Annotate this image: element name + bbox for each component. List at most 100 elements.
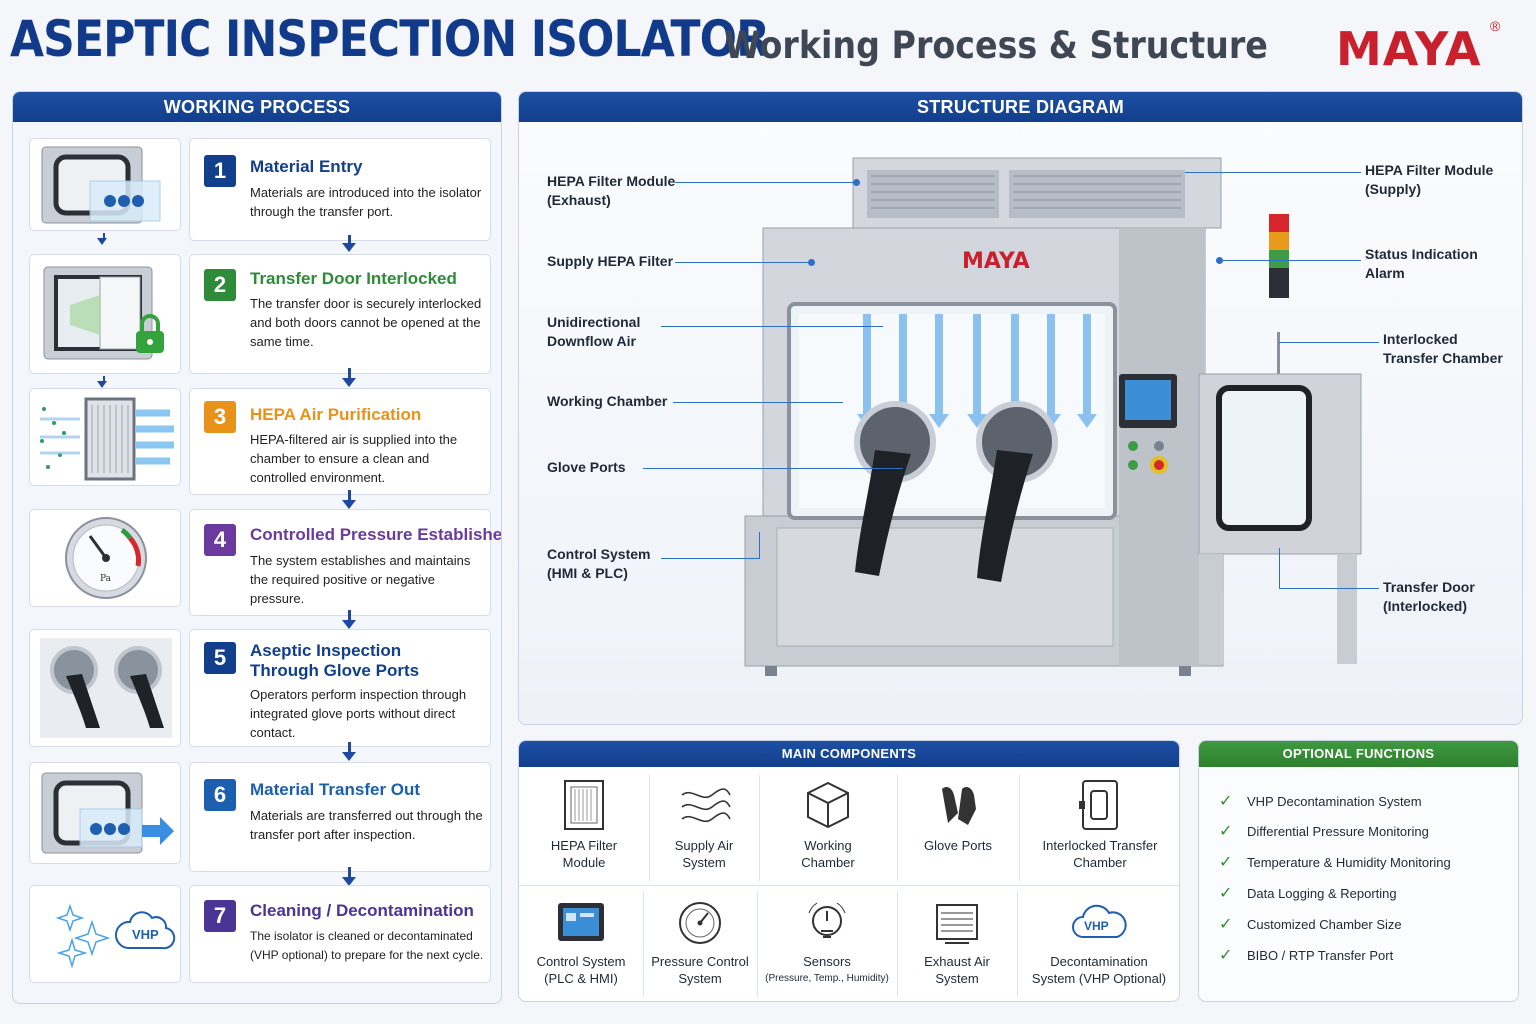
page-subtitle: Working Process & Structure <box>724 24 1268 67</box>
optional-item: ✓VHP Decontamination System <box>1219 793 1422 810</box>
optional-item: ✓Customized Chamber Size <box>1219 916 1402 933</box>
step-6-title: Material Transfer Out <box>250 780 421 799</box>
component-glove-ports: Glove Ports <box>897 777 1019 854</box>
arrow-down-icon <box>342 752 356 761</box>
step-6-desc: Materials are transferred out through th… <box>250 808 483 842</box>
transfer-out-icon <box>41 772 174 854</box>
working-process-panel: WORKING PROCESS 1 Material Entry Materia… <box>12 91 502 1004</box>
step-2-number: 2 <box>204 269 236 301</box>
component-hepa: HEPA Filter Module <box>519 777 649 871</box>
optional-functions-heading: OPTIONAL FUNCTIONS <box>1199 741 1518 767</box>
transfer-chamber-icon <box>1079 780 1118 830</box>
step-2-card: 2 Transfer Door Interlocked The transfer… <box>189 254 491 374</box>
step-1-title: Material Entry <box>250 157 363 176</box>
arrow-down-icon <box>342 378 356 387</box>
structure-diagram-heading: STRUCTURE DIAGRAM <box>519 92 1522 122</box>
step-5-desc: Operators perform inspection through int… <box>250 687 467 740</box>
cube-icon <box>807 781 849 829</box>
isolator-illustration <box>744 157 1362 676</box>
component-sensors: Sensors (Pressure, Temp., Humidity) <box>757 897 897 987</box>
transfer-box-icon <box>41 146 161 224</box>
optional-item: ✓Temperature & Humidity Monitoring <box>1219 854 1451 871</box>
sensors-subtitle: (Pressure, Temp., Humidity) <box>765 973 889 984</box>
step-6-image <box>29 762 181 864</box>
hmi-screen-icon <box>558 903 604 941</box>
step-6-card: 6 Material Transfer Out Materials are tr… <box>189 762 491 872</box>
label-supply-hepa: Supply HEPA Filter <box>547 253 674 269</box>
pressure-gauge-icon <box>679 902 721 944</box>
component-working-chamber: Working Chamber <box>759 777 897 871</box>
arrow-down-icon <box>97 381 107 388</box>
optional-item: ✓Data Logging & Reporting <box>1219 885 1397 902</box>
step-1-image <box>29 138 181 231</box>
main-components-heading: MAIN COMPONENTS <box>519 741 1179 767</box>
step-5-image <box>29 629 181 747</box>
main-components-panel: MAIN COMPONENTS HEPA Filter Module Suppl… <box>518 740 1180 1002</box>
hepa-filter-icon <box>564 780 604 830</box>
label-hepa-exhaust: HEPA Filter Module (Exhaust) <box>547 173 676 208</box>
arrow-down-icon <box>342 243 356 252</box>
step-5-card: 5 Aseptic Inspection Through Glove Ports… <box>189 629 491 747</box>
step-3-number: 3 <box>204 401 236 433</box>
label-status-alarm: Status Indication Alarm <box>1365 246 1478 281</box>
sensor-icon <box>808 902 846 938</box>
component-exhaust: Exhaust Air System <box>897 897 1017 987</box>
step-7-number: 7 <box>204 900 236 932</box>
step-7-card: 7 Cleaning / Decontamination The isolato… <box>189 885 491 983</box>
step-4-card: 4 Controlled Pressure Established The sy… <box>189 509 501 616</box>
page-title: ASEPTIC INSPECTION ISOLATOR <box>10 10 770 68</box>
component-interlocked-chamber: Interlocked Transfer Chamber <box>1019 777 1179 871</box>
step-3-desc: HEPA-filtered air is supplied into the c… <box>250 432 458 485</box>
interlocked-door-icon <box>43 266 164 360</box>
optional-item: ✓Differential Pressure Monitoring <box>1219 823 1429 840</box>
label-hepa-supply: HEPA Filter Module (Supply) <box>1365 162 1494 197</box>
gloves-icon <box>942 787 976 825</box>
label-control-system: Control System (HMI & PLC) <box>547 546 651 581</box>
vhp-text: VHP <box>1084 919 1109 933</box>
step-4-title: Controlled Pressure Established <box>250 525 502 544</box>
working-process-heading: WORKING PROCESS <box>13 92 501 122</box>
check-icon: ✓ <box>1219 947 1233 964</box>
step-4-desc: The system establishes and maintains the… <box>250 553 471 606</box>
optional-item: ✓BIBO / RTP Transfer Port <box>1219 947 1394 964</box>
step-1-desc: Materials are introduced into the isolat… <box>250 185 482 219</box>
check-icon: ✓ <box>1219 793 1233 810</box>
step-2-title: Transfer Door Interlocked <box>250 269 457 288</box>
component-supply-air: Supply Air System <box>649 777 759 871</box>
label-downflow: Unidirectional Downflow Air <box>547 314 641 349</box>
page-header: ASEPTIC INSPECTION ISOLATOR Working Proc… <box>0 0 1536 86</box>
component-decontamination: VHP Decontamination System (VHP Optional… <box>1017 897 1179 987</box>
structure-diagram-panel: STRUCTURE DIAGRAM <box>518 91 1523 725</box>
step-2-image <box>29 254 181 374</box>
check-icon: ✓ <box>1219 823 1233 840</box>
component-control-system: Control System (PLC & HMI) <box>519 897 643 987</box>
step-1-card: 1 Material Entry Materials are introduce… <box>189 138 491 241</box>
component-pressure-control: Pressure Control System <box>643 897 757 987</box>
exhaust-icon <box>936 904 978 944</box>
label-interlocked-chamber: Interlocked Transfer Chamber <box>1383 331 1503 366</box>
sparkle-clean-icon: VHP <box>55 903 176 969</box>
registered-mark: ® <box>1490 18 1501 34</box>
airflow-icon <box>681 788 731 823</box>
arrow-down-icon <box>97 238 107 245</box>
step-4-number: 4 <box>204 524 236 556</box>
check-icon: ✓ <box>1219 885 1233 902</box>
optional-functions-panel: OPTIONAL FUNCTIONS ✓VHP Decontamination … <box>1198 740 1519 1002</box>
step-3-card: 3 HEPA Air Purification HEPA-filtered ai… <box>189 388 491 495</box>
arrow-down-icon <box>342 620 356 629</box>
check-icon: ✓ <box>1219 916 1233 933</box>
step-1-number: 1 <box>204 155 236 187</box>
vhp-label: VHP <box>132 927 159 942</box>
arrow-down-icon <box>342 500 356 509</box>
gauge-unit: Pa <box>100 574 112 584</box>
brand-logo: MAYA <box>1336 22 1482 76</box>
step-7-desc: The isolator is cleaned or decontaminate… <box>250 929 484 962</box>
step-5-title: Aseptic Inspection Through Glove Ports <box>250 641 420 680</box>
step-6-number: 6 <box>204 779 236 811</box>
machine-brand-logo: MAYA <box>962 249 1030 274</box>
step-2-desc: The transfer door is securely interlocke… <box>250 296 482 349</box>
step-3-title: HEPA Air Purification <box>250 405 422 424</box>
hepa-filter-icon <box>40 397 174 481</box>
step-7-title: Cleaning / Decontamination <box>250 901 474 920</box>
step-5-number: 5 <box>204 642 236 674</box>
